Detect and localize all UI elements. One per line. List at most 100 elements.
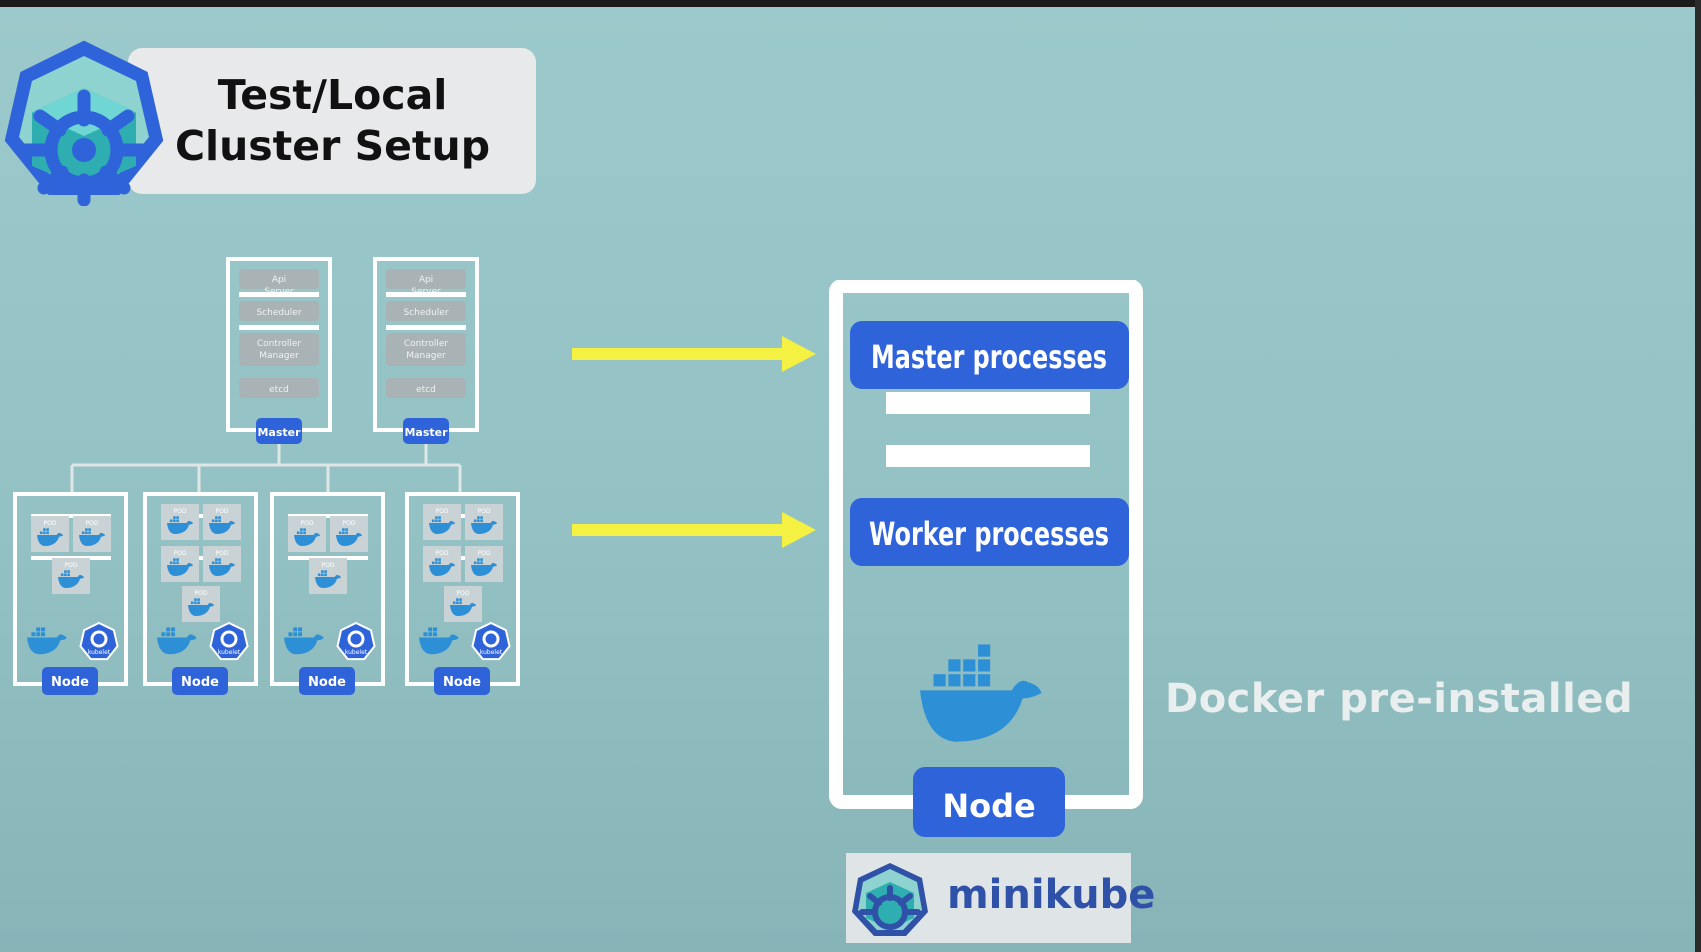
svg-text:kubelet: kubelet xyxy=(480,649,503,656)
pod-label: POD xyxy=(457,590,470,597)
pod-box xyxy=(444,586,482,622)
pod-label: POD xyxy=(301,520,314,527)
master-process-box xyxy=(239,378,319,398)
title-line-1: Test/Local xyxy=(217,71,448,119)
pod-box xyxy=(161,504,199,540)
minikube-node-diagram: Master processes Worker processes Node xyxy=(829,280,1143,837)
master-process-box xyxy=(386,269,466,289)
pod-box xyxy=(423,546,461,582)
master-process-label: Controller xyxy=(257,339,302,349)
pod-divider xyxy=(195,514,207,518)
pod-label: POD xyxy=(86,520,99,527)
pod-label: POD xyxy=(65,562,78,569)
master-process-label: Controller xyxy=(404,339,449,349)
master-process-label: Manager xyxy=(406,351,446,361)
pod-docker-icon xyxy=(209,516,236,534)
pod-label: POD xyxy=(478,550,491,557)
pod-box xyxy=(465,504,503,540)
pod-label: POD xyxy=(174,550,187,557)
pod-docker-icon xyxy=(37,528,64,546)
pod-docker-icon xyxy=(450,598,477,616)
pod-box xyxy=(330,516,368,552)
kubelet-icon: kubelet xyxy=(336,621,376,661)
pod-docker-icon xyxy=(209,558,236,576)
pod-docker-icon xyxy=(188,598,215,616)
pod-box xyxy=(203,504,241,540)
kubelet-icon: kubelet xyxy=(209,621,249,661)
pod-docker-icon xyxy=(315,570,342,588)
docker-preinstalled-note: Docker pre-installed xyxy=(1165,676,1634,722)
pod-box xyxy=(288,516,326,552)
master-process-box xyxy=(239,301,319,321)
master-process-label: Scheduler xyxy=(256,308,301,318)
master-process-label: etcd xyxy=(269,385,289,395)
pod-label: POD xyxy=(216,508,229,515)
docker-icon xyxy=(157,627,197,655)
node-badge-label: Node xyxy=(443,675,481,690)
master-process-box xyxy=(386,333,466,366)
video-top-bar xyxy=(0,0,1701,7)
docker-icon xyxy=(419,627,459,655)
pod-box xyxy=(423,504,461,540)
arrow-to-worker-processes xyxy=(572,512,816,548)
pod-label: POD xyxy=(174,508,187,515)
master-badge xyxy=(403,418,449,444)
pod-docker-icon xyxy=(167,516,194,534)
node-badge-label: Node xyxy=(308,675,346,690)
kubelet-icon: kubelet xyxy=(471,621,511,661)
node-badge xyxy=(42,667,98,695)
worker-processes-label: Worker processes xyxy=(869,515,1109,553)
master-process-label: etcd xyxy=(416,385,436,395)
pod-box xyxy=(309,558,347,594)
arrow-to-master-processes xyxy=(572,336,816,372)
pod-label: POD xyxy=(44,520,57,527)
pod-label: POD xyxy=(195,590,208,597)
master-process-box xyxy=(239,333,319,366)
docker-whale-icon xyxy=(920,644,1042,742)
master-divider xyxy=(386,325,466,330)
pod-divider xyxy=(288,514,368,518)
pod-divider xyxy=(31,514,111,518)
kubelet-icon: kubelet xyxy=(79,621,119,661)
pod-divider xyxy=(457,514,469,518)
pod-box xyxy=(73,516,111,552)
pod-divider xyxy=(195,556,207,560)
pod-divider xyxy=(457,556,469,560)
master-process-label: Api xyxy=(272,275,286,285)
pod-label: POD xyxy=(478,508,491,515)
pod-box xyxy=(161,546,199,582)
pod-label: POD xyxy=(436,550,449,557)
minikube-logo-icon xyxy=(852,863,928,936)
master-process-box xyxy=(386,301,466,321)
process-bar xyxy=(886,445,1090,467)
pod-docker-icon xyxy=(58,570,85,588)
pod-docker-icon xyxy=(429,558,456,576)
pod-label: POD xyxy=(436,508,449,515)
master-process-label: Manager xyxy=(259,351,299,361)
node-badge xyxy=(434,667,490,695)
master-divider xyxy=(239,325,319,330)
pod-label: POD xyxy=(216,550,229,557)
pod-box xyxy=(203,546,241,582)
master-process-box xyxy=(239,269,319,289)
pod-label: POD xyxy=(322,562,335,569)
pod-box xyxy=(465,546,503,582)
node-badge xyxy=(913,767,1065,837)
master-process-label: Api xyxy=(419,275,433,285)
master-divider xyxy=(239,292,319,297)
master-badge-label: Master xyxy=(257,426,301,439)
node-badge-label: Node xyxy=(181,675,219,690)
svg-text:kubelet: kubelet xyxy=(345,649,368,656)
node-badge-label: Node xyxy=(942,787,1035,825)
pod-box xyxy=(182,586,220,622)
pod-box xyxy=(52,558,90,594)
title-card xyxy=(128,48,536,194)
master-processes-box xyxy=(850,321,1129,389)
minikube-brand: minikube xyxy=(947,872,1156,918)
kubernetes-logo-icon xyxy=(4,40,164,206)
pod-docker-icon xyxy=(167,558,194,576)
worker-processes-box xyxy=(850,498,1129,566)
pod-docker-icon xyxy=(294,528,321,546)
docker-icon xyxy=(284,627,324,655)
pod-docker-icon xyxy=(471,516,498,534)
